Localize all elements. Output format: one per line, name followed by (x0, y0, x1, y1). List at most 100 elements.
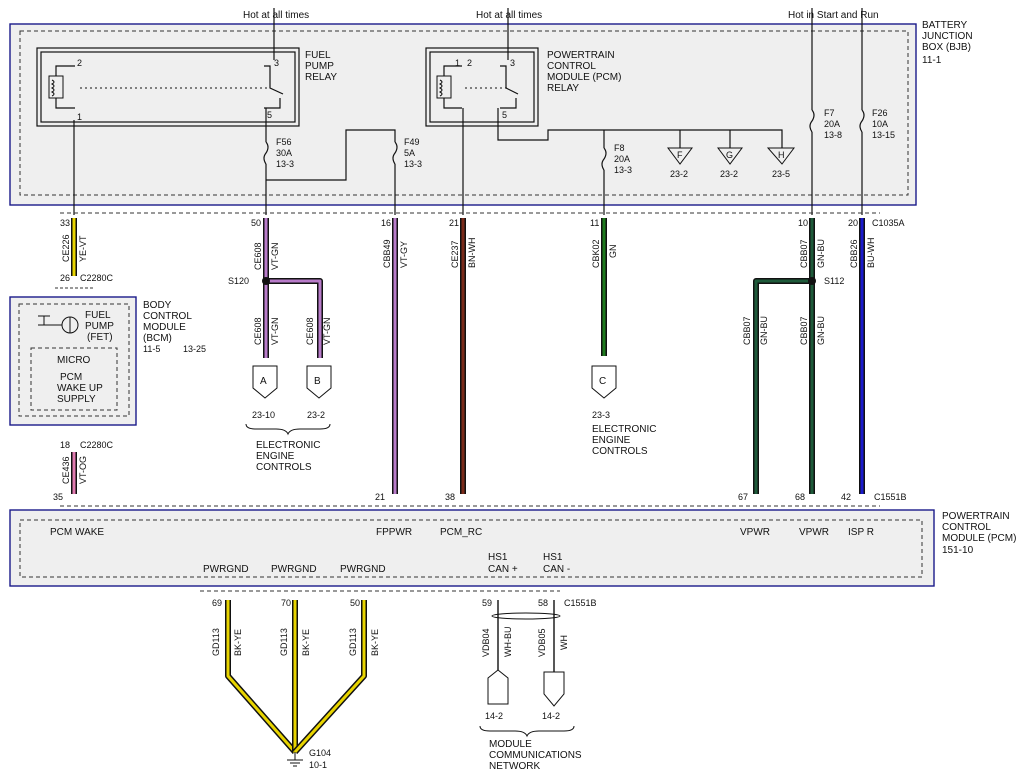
pcm-pin-hs1-can-plus-1: HS1 (488, 552, 508, 563)
bjb-internal-wiring (73, 8, 863, 215)
bcm-ref-1: 11-5 (143, 344, 160, 354)
page-ref-b (306, 365, 332, 399)
wire-gd113-3-outline (292, 600, 367, 755)
bcm-title-line-4: (BCM) (143, 333, 172, 344)
gd113-3-color: BK-YE (370, 629, 380, 656)
pcmr-pin-1: 1 (455, 58, 460, 68)
bjb-ref: 11-1 (922, 55, 942, 66)
bjb-title-line-1: BATTERY (922, 20, 968, 31)
pcm-pin-hs1-can-minus-2: CAN - (543, 564, 570, 575)
bcm-fet-line-3: (FET) (87, 332, 113, 343)
pcm-pin-pwrgnd-1: PWRGND (203, 564, 249, 575)
bjb-ref-g-letter: G (726, 150, 733, 160)
wire-cbb07-color: GN-BU (816, 239, 826, 268)
fpr-pin-1: 1 (77, 112, 82, 122)
pin-11: 11 (590, 218, 599, 228)
pin-10: 10 (798, 218, 808, 228)
pcm-relay-title-3: MODULE (PCM) (547, 72, 621, 83)
pcm-title-line-2: CONTROL (942, 522, 991, 533)
bcm-title-line-1: BODY (143, 300, 172, 311)
fuse-f56-ref: 13-3 (276, 159, 294, 169)
pcm-pin-pcm-rc: PCM_RC (440, 527, 482, 538)
wire-ce226-circuit: CE226 (61, 234, 71, 262)
bcm-title-line-3: MODULE (143, 322, 186, 333)
wire-cbb49-color: VT-GY (399, 241, 409, 268)
wire-ce226-color: YE-VT (78, 235, 88, 262)
pin-58: 58 (538, 598, 548, 608)
c1551b-bottom-label: C1551B (564, 598, 597, 608)
powertrain-control-module (9, 509, 935, 587)
eec-left-line-1: ELECTRONIC (256, 440, 320, 451)
pcm-pin-vpwr-1: VPWR (740, 527, 770, 538)
c2280c-top-label: C2280C (80, 273, 114, 283)
pcm-title-line-3: MODULE (PCM) (942, 533, 1016, 544)
eec-right-line-3: CONTROLS (592, 446, 648, 457)
pin-50-gnd: 50 (350, 598, 360, 608)
bjb-ground-refs (667, 147, 795, 165)
can-connector-shapes (487, 669, 565, 707)
pin-50: 50 (251, 218, 261, 228)
c1551b-top-label: C1551B (874, 492, 907, 502)
eec-right-line-1: ELECTRONIC (592, 424, 656, 435)
wire-gd113-1-outline (225, 600, 298, 754)
fpr-pin-2: 2 (77, 58, 82, 68)
pcm-pin-hs1-can-minus-1: HS1 (543, 552, 563, 563)
page-ref-b-letter: B (314, 376, 321, 387)
bjb-ref-h: 23-5 (772, 169, 790, 179)
body-control-module (9, 296, 137, 426)
eec-left-line-2: ENGINE (256, 451, 295, 462)
fuse-f49-ref: 13-3 (404, 159, 422, 169)
bcm-wake-line-3: SUPPLY (57, 394, 96, 405)
pin-26: 26 (60, 273, 70, 283)
wire-cbb07-circuit: CBB07 (799, 239, 809, 268)
wire-ce237-circuit: CE237 (450, 240, 460, 268)
fuse-f8-name: F8 (614, 143, 625, 153)
vdb05-ref: 14-2 (542, 711, 560, 721)
bcm-fet-line-1: FUEL (85, 310, 111, 321)
pin-42: 42 (841, 492, 851, 502)
wire-cbb07-left-outline (753, 278, 812, 494)
pcm-pin-vpwr-2: VPWR (799, 527, 829, 538)
g104-ref: 10-1 (309, 760, 327, 770)
wire-ce608-circuit: CE608 (253, 242, 263, 270)
fuse-f56-rating: 30A (276, 148, 292, 158)
gd113-3-circuit: GD113 (348, 628, 358, 656)
pcm-pin-hs1-can-plus-2: CAN + (488, 564, 518, 575)
wire-cbb07-right-color: GN-BU (816, 316, 826, 345)
wire-cbb26-color: BU-WH (866, 238, 876, 269)
page-ref-c-ref: 23-3 (592, 410, 610, 420)
fpr-pin-5: 5 (267, 110, 272, 120)
pcm-pin-pwrgnd-2: PWRGND (271, 564, 317, 575)
pin-68: 68 (795, 492, 805, 502)
fuse-f8-rating: 20A (614, 154, 630, 164)
pcm-title-line-1: POWERTRAIN (942, 511, 1010, 522)
wire-gd113-3 (293, 600, 366, 754)
wire-ce608a-color: VT-GN (270, 317, 280, 345)
bjb-ref-f-letter: F (677, 150, 683, 160)
gd113-1-color: BK-YE (233, 629, 243, 656)
fuel-pump-relay-title-1: FUEL (305, 50, 331, 61)
pin-59: 59 (482, 598, 492, 608)
fuse-f7-name: F7 (824, 108, 835, 118)
page-ref-b-ref: 23-2 (307, 410, 325, 420)
eec-left-line-3: CONTROLS (256, 462, 312, 473)
eec-right-line-2: ENGINE (592, 435, 631, 446)
splice-s120-label: S120 (228, 276, 249, 286)
pin-16: 16 (381, 218, 391, 228)
pcm-relay-title-4: RELAY (547, 83, 579, 94)
pcm-relay-title-2: CONTROL (547, 61, 596, 72)
twisted-pair-marker (491, 612, 561, 620)
network-line-1: MODULE (489, 739, 532, 750)
bjb-title-line-3: BOX (BJB) (922, 42, 971, 53)
wire-cbb07-left-circuit: CBB07 (742, 316, 752, 345)
wire-cbb07-left-color: GN-BU (759, 316, 769, 345)
bcm-title-line-2: CONTROL (143, 311, 192, 322)
fuel-pump-relay-title-3: RELAY (305, 72, 337, 83)
ground-g104 (287, 752, 303, 767)
pcm-relay-title-1: POWERTRAIN (547, 50, 615, 61)
pcmr-pin-3: 3 (510, 58, 515, 68)
pcm-ref: 151-10 (942, 545, 974, 556)
wire-cbb26-circuit: CBB26 (849, 239, 859, 268)
hot-in-start-run-label: Hot in Start and Run (788, 10, 879, 21)
pcm-pin-isp-r: ISP R (848, 527, 874, 538)
